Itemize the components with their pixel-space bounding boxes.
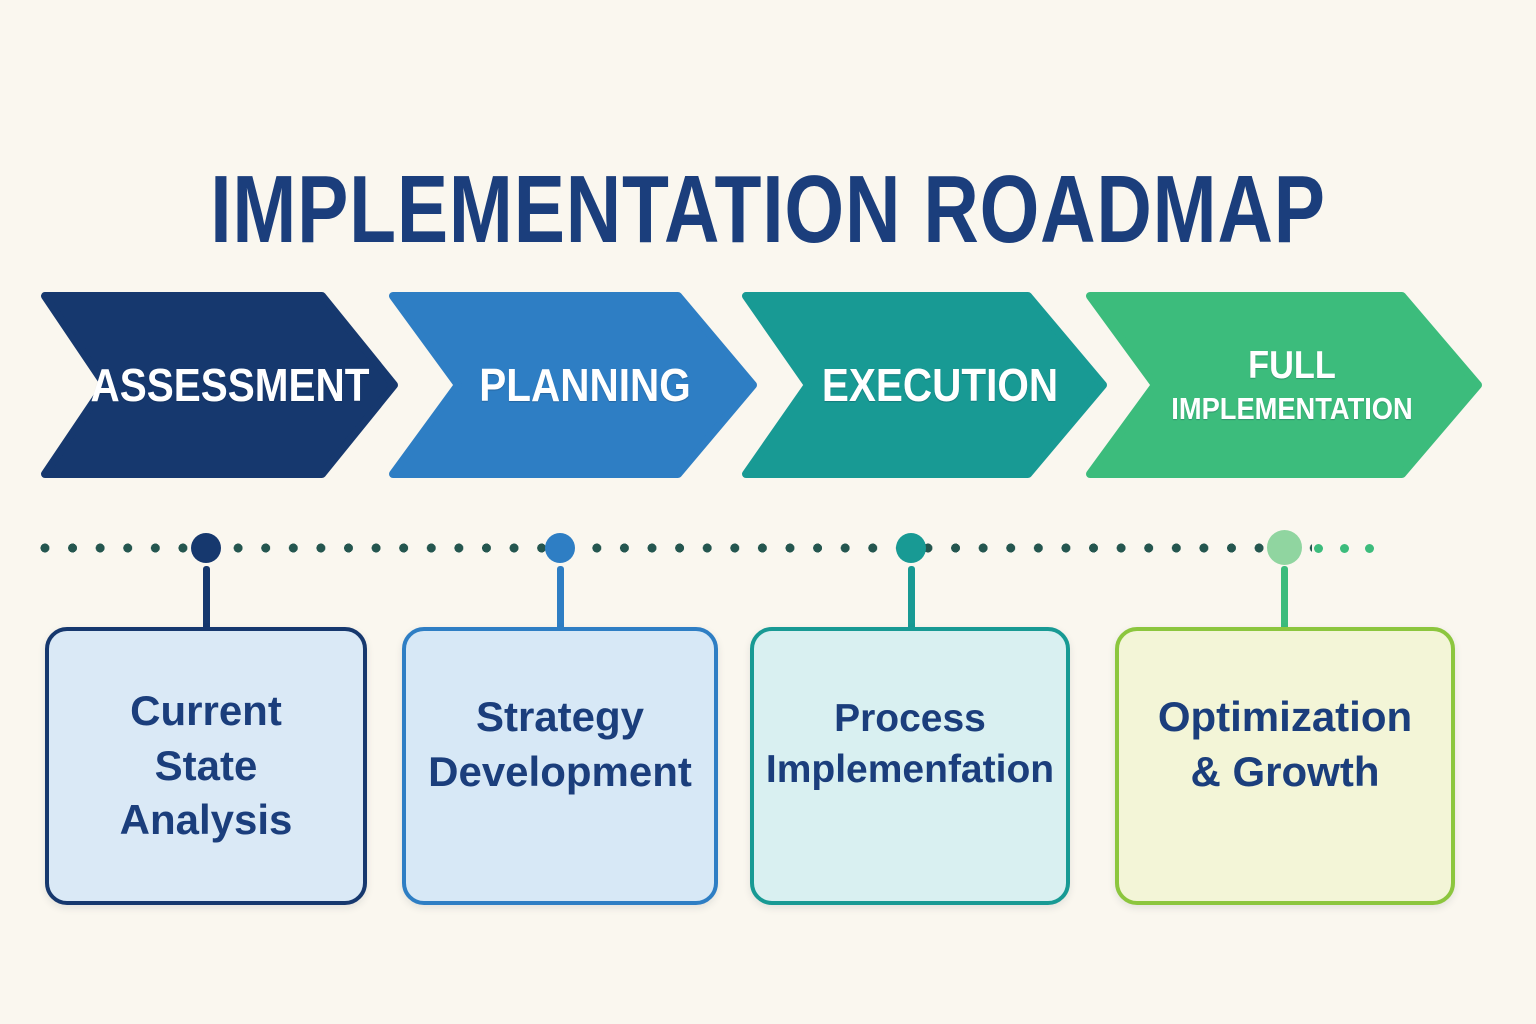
arrow-label-planning: PLANNING (462, 292, 708, 478)
arrow-label-text: FULL IMPLEMENTATION (1171, 344, 1413, 426)
box-label: Optimization & Growth (1157, 693, 1413, 795)
arrow-label-full-implementation: FULL IMPLEMENTATION (1151, 292, 1433, 478)
arrow-assessment-shape (41, 292, 398, 478)
arrow-label-assessment: ASSESSMENT (91, 292, 370, 478)
timeline-dot-assessment (191, 533, 221, 563)
timeline-end-dot (1314, 544, 1323, 553)
box-label: Current State Analysis (119, 687, 293, 844)
box-process-implementation: Process Implemenfation (750, 627, 1070, 905)
timeline-dot-full-implementation (1267, 530, 1302, 565)
timeline-dot-planning (545, 533, 575, 563)
arrow-full-implementation-shape (1086, 292, 1482, 478)
box-optimization-growth: Optimization & Growth (1115, 627, 1455, 905)
timeline-end-dot (1365, 544, 1374, 553)
arrow-label-execution: EXECUTION (817, 292, 1063, 478)
connector-full-implementation (1281, 566, 1288, 630)
timeline-dotted-line (40, 543, 1312, 553)
box-strategy-development: Strategy Development (402, 627, 718, 905)
box-label: Strategy Development (428, 693, 692, 795)
connector-assessment (203, 566, 210, 630)
page-title: IMPLEMENTATION ROADMAP (210, 156, 1326, 264)
arrow-label-text: PLANNING (479, 359, 691, 411)
connector-execution (908, 566, 915, 630)
process-arrows-graphic (41, 292, 1482, 478)
timeline-end-dot (1340, 544, 1349, 553)
box-label: Process Implemenfation (765, 697, 1055, 791)
arrow-execution-shape (742, 292, 1107, 478)
arrow-label-text: ASSESSMENT (90, 359, 370, 411)
arrow-label-text: EXECUTION (821, 359, 1059, 411)
connector-planning (557, 566, 564, 630)
box-current-state-analysis: Current State Analysis (45, 627, 367, 905)
arrow-planning-shape (389, 292, 757, 478)
timeline-dot-execution (896, 533, 926, 563)
